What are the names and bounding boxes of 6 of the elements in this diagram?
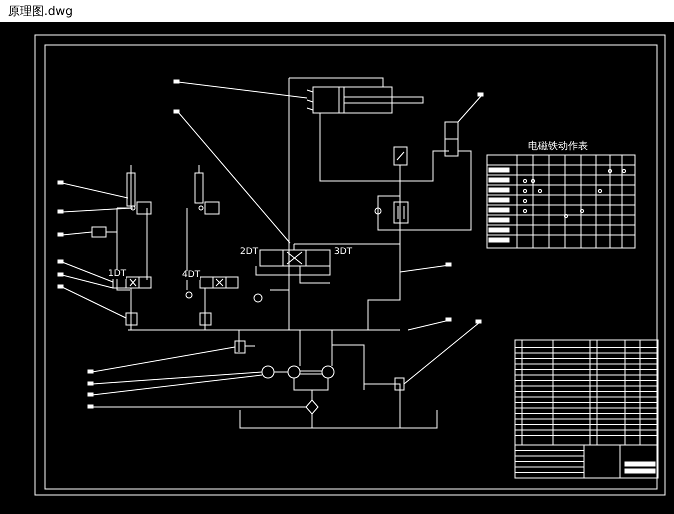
solenoid-label: 2DT: [240, 248, 258, 257]
solenoid-label: 3DT: [334, 248, 352, 257]
solenoid-label: 1DT: [108, 270, 126, 279]
window-title: 原理图.dwg: [8, 5, 73, 17]
table-title: 电磁铁动作表: [528, 142, 588, 152]
solenoid-label: 4DT: [182, 271, 200, 280]
